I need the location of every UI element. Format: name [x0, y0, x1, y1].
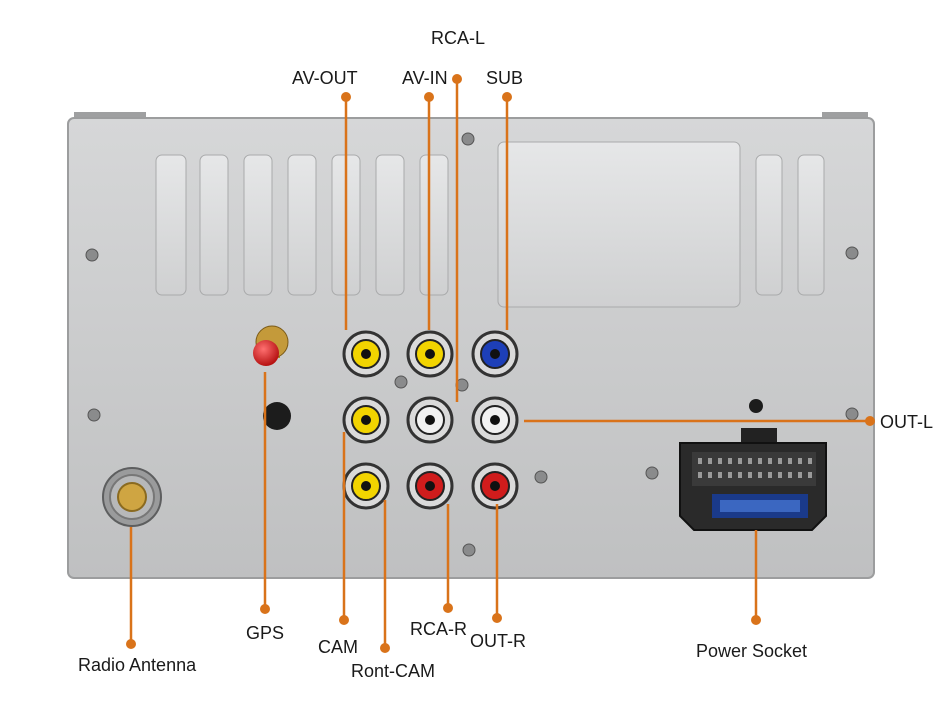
label-out-r: OUT-R: [470, 631, 526, 651]
radio-antenna-socket: [102, 467, 162, 527]
av-in-jack: [406, 330, 454, 378]
leader-lines: [129, 79, 870, 648]
rca-r-jack: [406, 462, 454, 510]
front-cam-jack: [342, 462, 390, 510]
top-edge: [74, 112, 868, 120]
out-r-jack: [471, 462, 519, 510]
label-rca-r: RCA-R: [410, 619, 467, 639]
rca-l-jack: [406, 396, 454, 444]
label-av-out: AV-OUT: [292, 68, 358, 88]
label-sub: SUB: [486, 68, 524, 88]
small-hole: [749, 399, 763, 413]
label-radio-antenna: Radio Antenna: [78, 655, 197, 675]
label-rca-l: RCA-L: [431, 28, 486, 48]
label-av-in: AV-IN: [402, 68, 448, 88]
av-out-jack: [342, 330, 390, 378]
label-cam: CAM: [318, 637, 358, 657]
label-out-l: OUT-L: [880, 412, 934, 432]
leader-dots: [126, 74, 875, 653]
label-gps: GPS: [246, 623, 285, 643]
label-power-socket: Power Socket: [696, 641, 808, 661]
vent-slots: [155, 141, 825, 308]
rca-jacks: [342, 330, 519, 510]
screws: [85, 132, 859, 557]
cam-jack: [342, 396, 390, 444]
power-socket-connector: [679, 428, 827, 531]
sub-jack: [471, 330, 519, 378]
out-l-jack: [471, 396, 519, 444]
mounting-hole: [263, 402, 291, 430]
gps-connector: [253, 325, 289, 366]
label-front-cam: Ront-CAM: [351, 661, 436, 681]
